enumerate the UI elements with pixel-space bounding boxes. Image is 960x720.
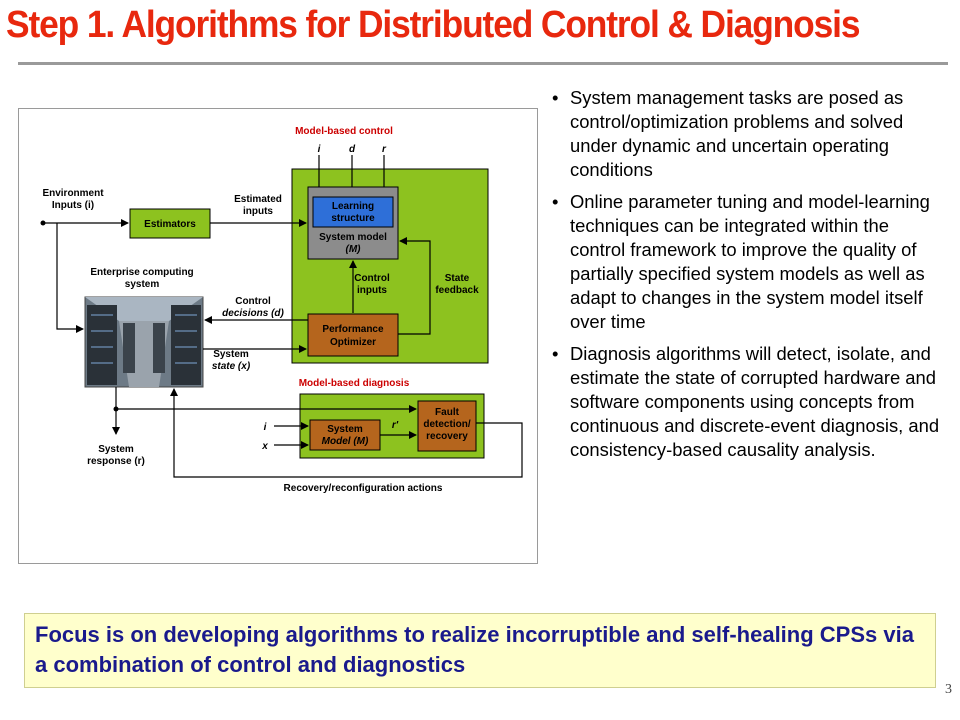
control-decisions-line2: decisions (d) bbox=[222, 308, 284, 319]
param-d-label: d bbox=[349, 144, 356, 155]
fault-detection-line1: Fault bbox=[435, 407, 460, 418]
state-feedback-arrow bbox=[398, 237, 431, 335]
param-i-label: i bbox=[318, 144, 321, 155]
diag-system-model-box bbox=[309, 419, 381, 451]
diagram-canvas: Model-based control i d r Learning struc… bbox=[40, 126, 523, 494]
page-number: 3 bbox=[945, 682, 952, 697]
system-model-line1: System model bbox=[319, 232, 387, 243]
state-feedback-line1: State bbox=[445, 273, 470, 284]
diag-system-model-line1: System bbox=[327, 424, 363, 435]
control-decisions-line1: Control bbox=[235, 296, 271, 307]
bullet-item: • System management tasks are posed as co… bbox=[548, 86, 948, 182]
performance-optimizer-line2: Optimizer bbox=[330, 337, 376, 348]
recovery-actions-label: Recovery/reconfiguration actions bbox=[284, 483, 443, 494]
fault-detection-line3: recovery bbox=[426, 431, 468, 442]
bullet-list: • System management tasks are posed as co… bbox=[548, 86, 948, 470]
server-room-image bbox=[84, 296, 204, 388]
estimated-inputs-line1: Estimated bbox=[234, 194, 282, 205]
bullet-item: • Online parameter tuning and model-learn… bbox=[548, 190, 948, 334]
system-response-line1: System bbox=[98, 444, 134, 455]
control-diagnosis-diagram: Model-based control i d r Learning struc… bbox=[18, 108, 538, 564]
slide-title: Step 1. Algorithms for Distributed Contr… bbox=[6, 4, 861, 46]
estimators-label: Estimators bbox=[144, 219, 196, 230]
bullet-dot: • bbox=[552, 191, 559, 212]
diag-input-i-label: i bbox=[264, 422, 267, 433]
learning-structure-box bbox=[312, 196, 394, 228]
bullet-dot: • bbox=[552, 343, 559, 364]
control-region-title: Model-based control bbox=[295, 126, 393, 137]
control-inputs-line1: Control bbox=[354, 273, 390, 284]
fault-detection-box bbox=[417, 400, 477, 452]
diag-system-model-line2: Model (M) bbox=[322, 436, 369, 447]
estimated-inputs-line2: inputs bbox=[243, 206, 273, 217]
diagnosis-region-title: Model-based diagnosis bbox=[299, 378, 410, 389]
title-divider bbox=[18, 62, 948, 65]
learning-structure-line1: Learning bbox=[332, 201, 374, 212]
environment-inputs-line1: Environment bbox=[42, 188, 104, 199]
fault-detection-line2: detection/ bbox=[423, 419, 470, 430]
enterprise-system-line2: system bbox=[125, 279, 160, 290]
r-prime-label: r' bbox=[392, 420, 399, 431]
recovery-actions-arrow bbox=[170, 388, 523, 478]
system-model-line2: (M) bbox=[346, 244, 362, 255]
control-inputs-line2: inputs bbox=[357, 285, 387, 296]
system-state-line1: System bbox=[213, 349, 249, 360]
param-r-label: r bbox=[382, 144, 387, 155]
bullet-text: Online parameter tuning and model-learni… bbox=[570, 191, 930, 332]
performance-optimizer-line1: Performance bbox=[322, 324, 384, 335]
system-response-line2: response (r) bbox=[87, 456, 145, 467]
bullet-item: • Diagnosis algorithms will detect, isola… bbox=[548, 342, 948, 462]
environment-to-system-arrow bbox=[56, 223, 84, 333]
focus-callout: Focus is on developing algorithms to rea… bbox=[24, 613, 936, 688]
enterprise-system-line1: Enterprise computing bbox=[90, 267, 193, 278]
state-feedback-line2: feedback bbox=[435, 285, 479, 296]
learning-structure-line2: structure bbox=[331, 213, 375, 224]
environment-inputs-line2: Inputs (i) bbox=[52, 200, 94, 211]
bullet-dot: • bbox=[552, 87, 559, 108]
diag-input-x-label: x bbox=[261, 441, 268, 452]
bullet-text: System management tasks are posed as con… bbox=[570, 87, 904, 180]
performance-optimizer-box bbox=[307, 313, 399, 357]
system-state-line2: state (x) bbox=[212, 361, 251, 372]
estimators-box bbox=[129, 208, 211, 239]
bullet-text: Diagnosis algorithms will detect, isolat… bbox=[570, 343, 940, 460]
